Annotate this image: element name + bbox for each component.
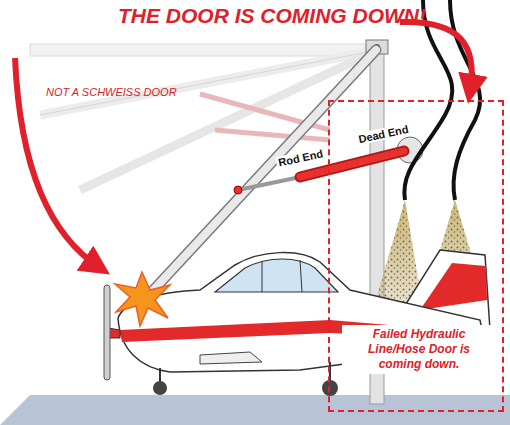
- title-text: THE DOOR IS COMING DOWN!: [118, 4, 426, 28]
- callout-text: Failed Hydraulic Line/Hose Door is comin…: [342, 325, 496, 374]
- part-label: NOT A SCHWEISS DOOR: [46, 86, 177, 98]
- callout-box: Failed Hydraulic Line/Hose Door is comin…: [328, 100, 504, 412]
